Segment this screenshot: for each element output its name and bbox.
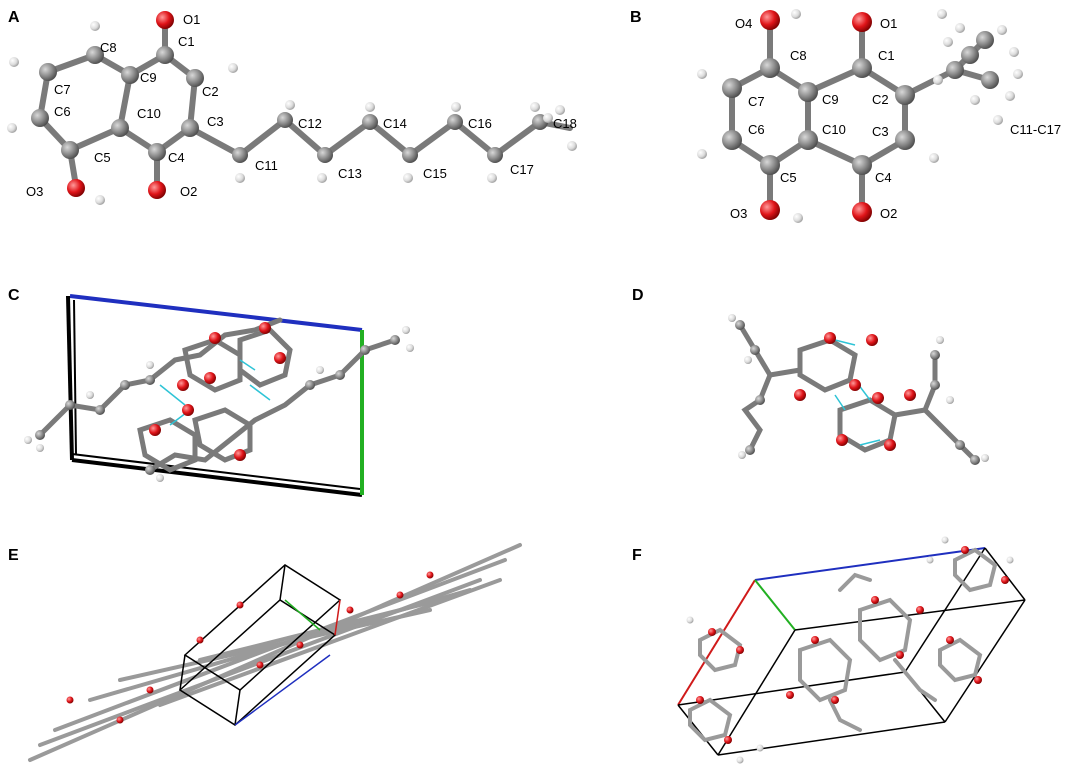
label-a-c6: C6 xyxy=(54,104,71,119)
dimer-d xyxy=(737,322,978,463)
panel-e: E xyxy=(8,543,522,762)
label-a-c13: C13 xyxy=(338,166,362,181)
molecule-a xyxy=(37,17,573,191)
label-b-c11-c17: C11-C17 xyxy=(1010,122,1061,137)
label-b-c10: C10 xyxy=(822,122,846,137)
label-b-c7: C7 xyxy=(748,94,765,109)
label-a-c11: C11 xyxy=(255,158,278,173)
label-b-c5: C5 xyxy=(780,170,797,185)
molecule-a-atoms xyxy=(7,11,577,205)
label-a-c16: C16 xyxy=(468,116,492,131)
label-b-c9: C9 xyxy=(822,92,839,107)
label-a-c1: C1 xyxy=(178,34,195,49)
panel-letter-a: A xyxy=(8,9,20,26)
label-b-o3: O3 xyxy=(730,206,747,221)
unit-cell-c xyxy=(66,294,364,497)
panel-letter-f: F xyxy=(632,547,642,564)
panel-b: B xyxy=(630,9,1061,223)
packing-f xyxy=(688,547,998,743)
label-a-c8: C8 xyxy=(100,40,117,55)
label-a-c17: C17 xyxy=(510,162,534,177)
label-a-o2: O2 xyxy=(180,184,197,199)
molecule-b-labels: O4 O1 C8 C1 C7 C9 C2 C11-C17 C6 C10 C3 C… xyxy=(730,16,1061,221)
panel-letter-e: E xyxy=(8,547,19,564)
panel-f: F xyxy=(632,536,1026,764)
label-a-c9: C9 xyxy=(140,70,157,85)
molecule-b xyxy=(729,19,993,213)
molecule-b-atoms xyxy=(697,9,1023,223)
label-b-o2: O2 xyxy=(880,206,897,221)
unit-cell-f xyxy=(677,547,1026,756)
panel-d: D xyxy=(632,287,989,465)
label-a-c15: C15 xyxy=(423,166,447,181)
label-a-c10: C10 xyxy=(137,106,161,121)
panel-c: C xyxy=(8,287,414,497)
packing-e xyxy=(28,543,522,762)
label-a-c2: C2 xyxy=(202,84,219,99)
label-a-c12: C12 xyxy=(298,116,322,131)
packing-f-atoms xyxy=(686,536,1014,764)
label-a-c5: C5 xyxy=(94,150,111,165)
label-a-o3: O3 xyxy=(26,184,43,199)
molecule-a-labels: O1 C1 C8 C9 C7 C2 C6 C10 C3 C5 C4 O3 O2 … xyxy=(26,12,577,199)
label-b-o4: O4 xyxy=(735,16,752,31)
label-b-c8: C8 xyxy=(790,48,807,63)
label-a-c3: C3 xyxy=(207,114,224,129)
label-a-c4: C4 xyxy=(168,150,185,165)
packing-e-oxygens xyxy=(66,571,434,724)
label-b-c6: C6 xyxy=(748,122,765,137)
crystal-atoms-c xyxy=(24,322,414,482)
panel-a: A xyxy=(7,9,577,205)
label-b-o1: O1 xyxy=(880,16,897,31)
label-b-c4: C4 xyxy=(875,170,892,185)
dimer-atoms-d xyxy=(728,314,989,465)
label-a-o1: O1 xyxy=(183,12,200,27)
unit-cell-e xyxy=(178,564,342,726)
label-b-c2: C2 xyxy=(872,92,889,107)
label-b-c3: C3 xyxy=(872,124,889,139)
label-b-c1: C1 xyxy=(878,48,895,63)
label-a-c14: C14 xyxy=(383,116,407,131)
panel-letter-d: D xyxy=(632,287,644,304)
panel-letter-c: C xyxy=(8,287,20,304)
label-a-c7: C7 xyxy=(54,82,71,97)
label-a-c18: C18 xyxy=(553,116,577,131)
panel-letter-b: B xyxy=(630,9,642,26)
